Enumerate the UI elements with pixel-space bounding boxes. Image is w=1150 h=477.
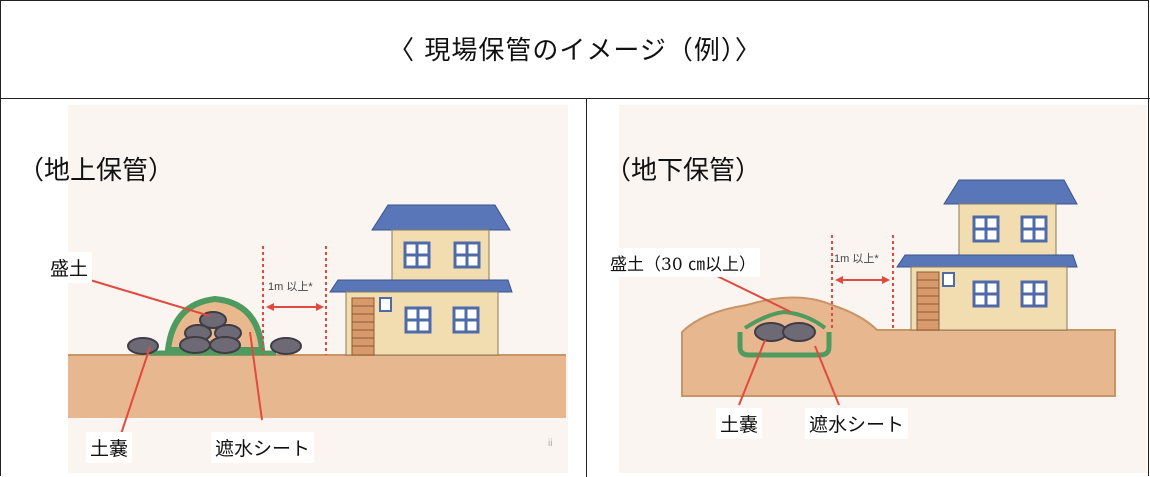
left-panel-label: （地上保管） <box>18 156 175 186</box>
house-windows <box>972 215 1048 308</box>
distance-label: 1m 以上* <box>834 252 879 265</box>
house-windows <box>403 241 481 334</box>
left-callout-bag: 土嚢 <box>86 432 133 463</box>
door-slats <box>917 279 939 321</box>
distance-label: 1m 以上* <box>268 280 313 293</box>
leader-line-sheet <box>814 345 840 406</box>
arrowhead <box>316 303 324 311</box>
column-divider <box>586 99 587 477</box>
leader-line-mound <box>89 279 211 317</box>
title-row: 〈 現場保管のイメージ（例）〉 <box>0 0 1150 99</box>
leader-line-bag <box>117 346 151 444</box>
door-slats <box>352 305 374 347</box>
page-title: 〈 現場保管のイメージ（例）〉 <box>388 36 762 66</box>
left-illustration: 1m 以上* ii <box>68 105 568 473</box>
ground <box>681 296 1116 397</box>
small-window <box>379 297 392 312</box>
pit-sheet-top <box>743 309 827 330</box>
arrowhead <box>882 276 890 284</box>
ground <box>68 355 566 418</box>
leader-line-mound <box>716 275 792 313</box>
sandbag <box>782 322 816 342</box>
left-callout-mound: 盛土 <box>46 252 93 283</box>
stray-mark: ii <box>548 438 552 449</box>
house-lower-roof <box>896 254 1078 268</box>
door <box>351 297 375 356</box>
left-callout-sheet: 遮水シート <box>211 432 315 463</box>
leader-line-sheet <box>249 331 263 421</box>
sandbag <box>199 311 227 329</box>
sandbag <box>209 336 241 354</box>
right-callout-mound: 盛土（30 ㎝以上） <box>606 248 761 277</box>
right-callout-sheet: 遮水シート <box>805 408 909 439</box>
small-window <box>942 272 955 287</box>
door <box>916 271 940 331</box>
house-upper-roof <box>943 179 1078 205</box>
leader-line-bag <box>738 339 766 406</box>
arrowhead <box>266 303 274 311</box>
sandbag <box>179 336 211 354</box>
house-upper-roof <box>371 204 511 231</box>
house-lower-roof <box>329 279 513 293</box>
arrowhead <box>835 276 843 284</box>
sandbag <box>270 337 302 355</box>
sandbag <box>127 337 159 355</box>
right-callout-bag: 土嚢 <box>716 408 763 439</box>
right-panel-label: （地下保管） <box>605 156 762 186</box>
